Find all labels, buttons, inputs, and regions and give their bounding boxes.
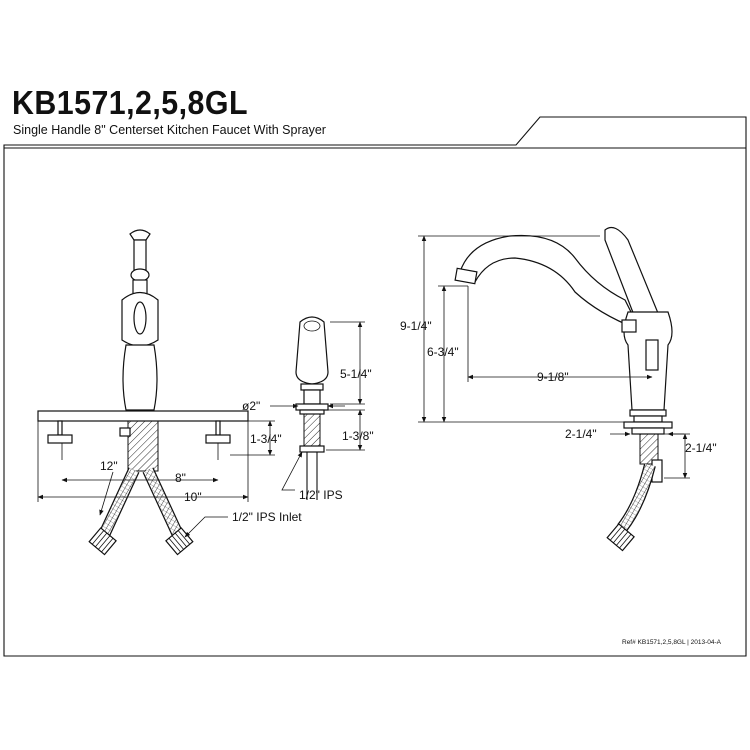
side-view-dimensions — [418, 235, 690, 479]
dim-sprayer-height: 5-1/4" — [340, 367, 372, 381]
model-number: KB1571,2,5,8GL — [12, 84, 248, 121]
drawing-frame — [3, 116, 747, 657]
dim-plate-width-10: 10" — [184, 490, 202, 504]
dim-sprayer-ips: 1/2" IPS — [299, 488, 343, 502]
dim-spout-height: 6-3/4" — [427, 345, 459, 359]
dim-base-width: 2-1/4" — [565, 427, 597, 441]
dim-depth-12: 12" — [100, 459, 118, 473]
product-description: Single Handle 8" Centerset Kitchen Fauce… — [13, 123, 326, 137]
dim-inlet: 1/2" IPS Inlet — [232, 510, 302, 524]
sprayer — [295, 316, 329, 500]
dim-shank-length: 2-1/4" — [685, 441, 717, 455]
dim-centers-8: 8" — [175, 471, 186, 485]
sprayer-dimensions — [270, 321, 365, 491]
dim-spout-reach: 9-1/8" — [537, 370, 569, 384]
dim-hole-diameter: ø2" — [242, 399, 260, 413]
dim-overall-height: 9-1/4" — [400, 319, 432, 333]
dim-deck-height: 1-3/4" — [250, 432, 282, 446]
drawing-reference: Ref# KB1571,2,5,8GL | 2013-04-A — [622, 639, 722, 646]
dim-sprayer-shank: 1-3/8" — [342, 429, 374, 443]
front-view-dimensions — [37, 420, 275, 538]
side-view-faucet — [454, 227, 673, 552]
front-view-faucet — [37, 229, 249, 556]
